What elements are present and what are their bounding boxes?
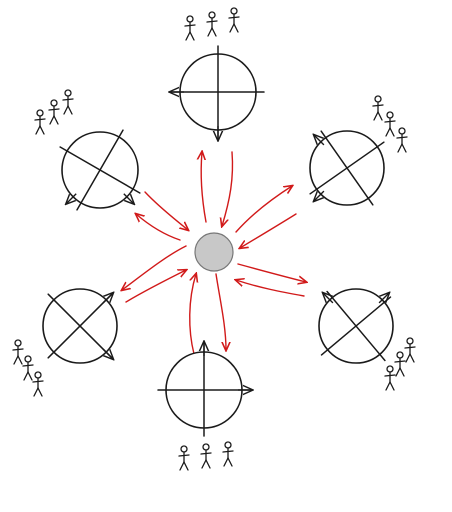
flow-arrow — [144, 191, 188, 230]
stick-figure — [48, 99, 60, 125]
stick-figure — [384, 111, 396, 137]
node-cross-line-b — [320, 130, 374, 206]
stick-figure — [222, 441, 234, 467]
node-axis-arrow — [102, 293, 113, 304]
hub-circle — [194, 232, 234, 272]
stick-figure — [62, 89, 74, 115]
stick-figure — [200, 443, 212, 469]
people-lower-left — [12, 339, 44, 397]
node-axis-arrow — [314, 190, 325, 201]
flow-arrow — [222, 151, 234, 226]
node-axis-arrow — [123, 193, 134, 204]
stick-figure — [396, 127, 408, 153]
flow-arrow — [125, 270, 186, 303]
people-groups — [12, 7, 416, 471]
stick-figure — [12, 339, 24, 365]
node-axis-arrow — [66, 193, 77, 204]
stick-figure — [184, 15, 196, 41]
node-axis-arrow — [378, 293, 389, 304]
flow-arrow — [215, 273, 226, 350]
node-cross-line-b — [76, 129, 124, 211]
node-axis-arrow — [323, 293, 334, 304]
people-upper-right — [372, 95, 408, 153]
stick-figure — [404, 337, 416, 363]
node-cross-line-b — [47, 293, 113, 359]
flow-arrow — [189, 274, 196, 355]
flow-arrow — [237, 263, 306, 282]
stick-figure — [22, 355, 34, 381]
node-top — [170, 45, 265, 140]
people-lower-right — [384, 337, 416, 391]
flow-arrow — [235, 186, 292, 233]
flow-arrow — [122, 245, 187, 290]
node-axis-arrow — [314, 135, 325, 146]
node-upper-left — [59, 129, 141, 211]
stick-figure — [206, 11, 218, 37]
flow-arrow — [136, 214, 181, 241]
node-upper-right — [309, 130, 385, 206]
hub-nodes — [42, 45, 394, 437]
stick-figure — [228, 7, 240, 33]
people-bottom — [178, 441, 234, 471]
flow-arrow — [236, 280, 305, 297]
flow-arrows — [122, 151, 306, 355]
node-axis-arrow — [102, 348, 113, 359]
flow-arrow — [201, 152, 207, 223]
node-lower-left — [42, 288, 118, 364]
stick-figure — [32, 371, 44, 397]
stick-figure — [394, 351, 406, 377]
node-bottom — [157, 342, 252, 437]
central-hub — [194, 232, 234, 272]
node-cross-line-b — [326, 290, 386, 362]
stick-figure — [372, 95, 384, 121]
people-top — [184, 7, 240, 41]
people-upper-left — [34, 89, 74, 135]
flow-arrow — [240, 213, 297, 248]
stick-figure — [178, 445, 190, 471]
stick-figure — [34, 109, 46, 135]
node-lower-right — [318, 288, 394, 364]
stick-figure — [384, 365, 396, 391]
